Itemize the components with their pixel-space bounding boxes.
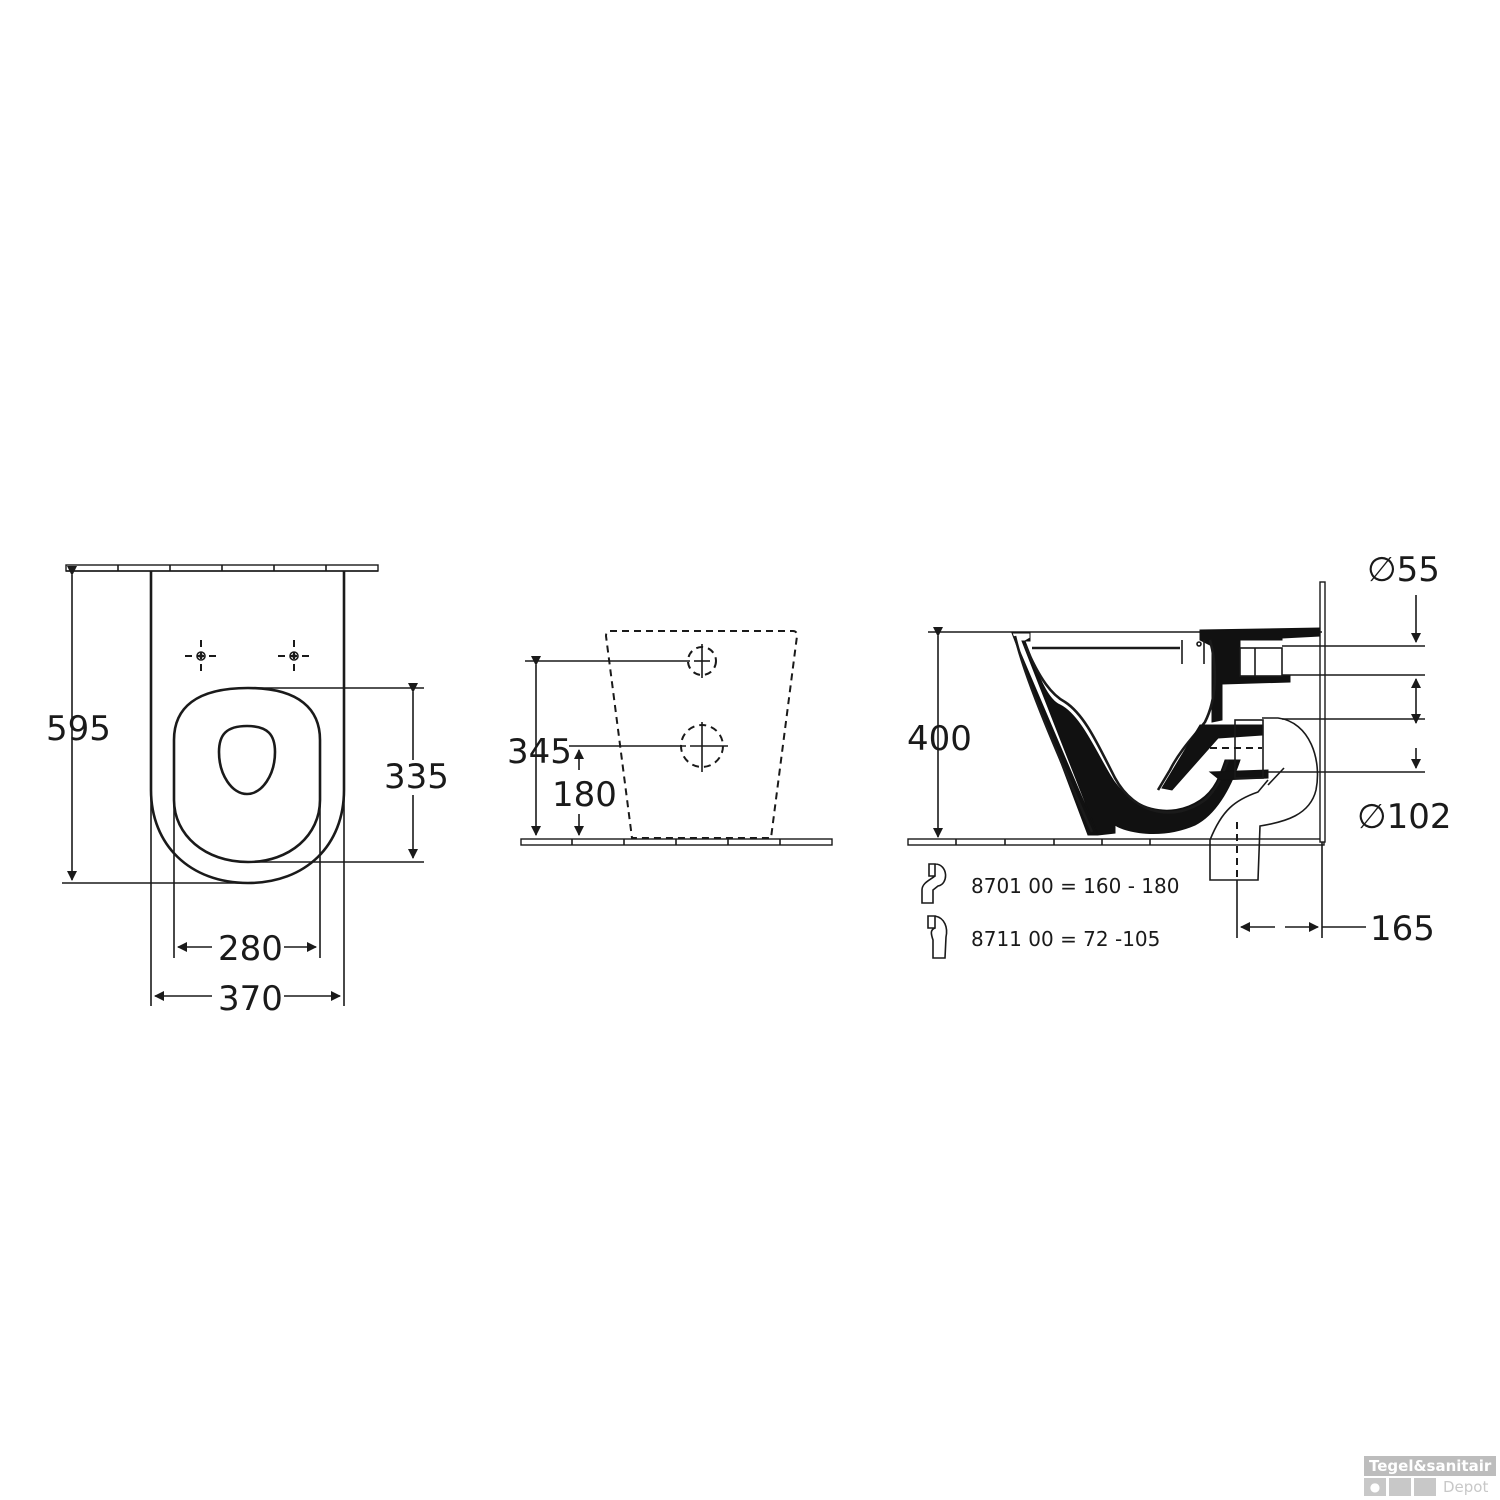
dim-outer-width: 370 (218, 979, 283, 1019)
upper-connection (687, 644, 717, 678)
rear-view: 345 180 (507, 630, 833, 846)
note-row-2: 8711 00 = 72 -105 (927, 915, 1160, 959)
floor-strip-side (907, 838, 1325, 846)
dim-drain-offset: 165 (1370, 909, 1435, 949)
watermark-bottom: ● Depot (1364, 1478, 1496, 1496)
dim-depth: 595 (46, 709, 111, 749)
dim-height: 400 (907, 719, 972, 759)
floor-strip (520, 838, 833, 846)
top-view: 595 335 280 370 (46, 564, 449, 1019)
drain-bend (1209, 717, 1319, 881)
dim-seat-depth: 335 (384, 757, 449, 797)
svg-text:8711 00 = 72 -105: 8711 00 = 72 -105 (971, 927, 1160, 951)
lower-connection (680, 722, 728, 772)
s-trap-bend-icon (921, 863, 947, 904)
svg-text:8701 00 = 160 - 180: 8701 00 = 160 - 180 (971, 874, 1179, 898)
dim-outlet-diameter: ∅102 (1357, 797, 1452, 837)
note-row-1: 8701 00 = 160 - 180 (921, 863, 1179, 904)
tile-icon (1414, 1478, 1436, 1496)
fixing-hole-left (185, 640, 217, 672)
bowl-opening (217, 724, 277, 796)
mounting-wall (1319, 581, 1326, 843)
fixing-hole-right (278, 640, 310, 672)
wall-strip (65, 564, 379, 572)
watermark-logo: Tegel&sanitair ● Depot (1364, 1456, 1496, 1496)
dim-inner-width: 280 (218, 929, 283, 969)
tile-icon (1389, 1478, 1411, 1496)
bowl-section (1011, 632, 1241, 836)
side-view: 400 ∅55 ∅102 165 8701 00 = 160 - 180 871… (907, 550, 1452, 959)
rear-outline (604, 630, 799, 839)
dim-upper-height: 345 (507, 732, 572, 772)
dim-inlet-diameter: ∅55 (1367, 550, 1440, 590)
short-bend-icon (927, 915, 948, 959)
dim-lower-height: 180 (552, 775, 617, 815)
seat-outline (172, 686, 322, 864)
watermark-depot: Depot (1443, 1478, 1489, 1496)
drop-icon: ● (1364, 1478, 1386, 1496)
watermark-top: Tegel&sanitair (1364, 1456, 1496, 1476)
